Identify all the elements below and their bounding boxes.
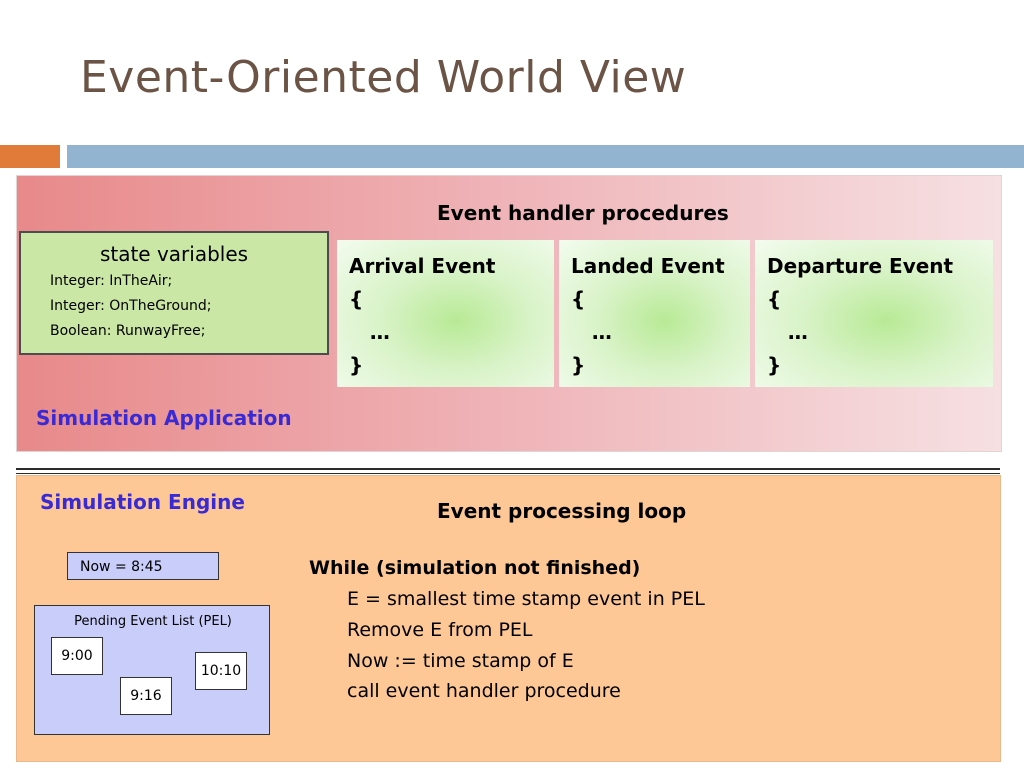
landed-event-handler: Landed Event { … } [559,240,750,387]
arrival-event-handler: Arrival Event { … } [337,240,554,387]
handler-body: { … } [571,287,612,377]
pel-event-item: 9:00 [51,637,103,675]
loop-step: Now := time stamp of E [347,650,574,672]
departure-event-handler: Departure Event { … } [755,240,993,387]
handler-name: Landed Event [571,254,725,278]
state-variables-box: state variables Integer: InTheAir; Integ… [19,231,329,355]
divider-line [16,468,1000,470]
pel-title: Pending Event List (PEL) [74,614,232,629]
state-variable-line: Boolean: RunwayFree; [50,323,206,339]
loop-step: E = smallest time stamp event in PEL [347,588,705,610]
simulation-application-label: Simulation Application [36,406,292,430]
pel-event-item: 9:16 [120,677,172,715]
handler-body: { … } [349,287,390,377]
pending-event-list-box: Pending Event List (PEL) 9:00 9:16 10:10 [34,605,270,735]
loop-condition: While (simulation not finished) [309,557,641,579]
slide-title: Event-Oriented World View [80,52,687,103]
event-handlers-title: Event handler procedures [437,201,729,225]
loop-step: Remove E from PEL [347,619,533,641]
state-variables-title: state variables [99,242,249,266]
handler-name: Departure Event [767,254,954,278]
event-loop-title: Event processing loop [437,499,687,523]
accent-bar-orange [0,145,60,168]
state-variable-line: Integer: InTheAir; [50,273,173,289]
handler-name: Arrival Event [349,254,496,278]
now-clock-box: Now = 8:45 [67,552,219,580]
accent-bar-blue [67,145,1024,168]
state-variable-line: Integer: OnTheGround; [50,298,212,314]
divider-line [16,473,1000,474]
pel-event-item: 10:10 [195,652,247,690]
handler-body: { … } [767,287,808,377]
simulation-engine-label: Simulation Engine [40,490,245,514]
loop-step: call event handler procedure [347,680,621,702]
